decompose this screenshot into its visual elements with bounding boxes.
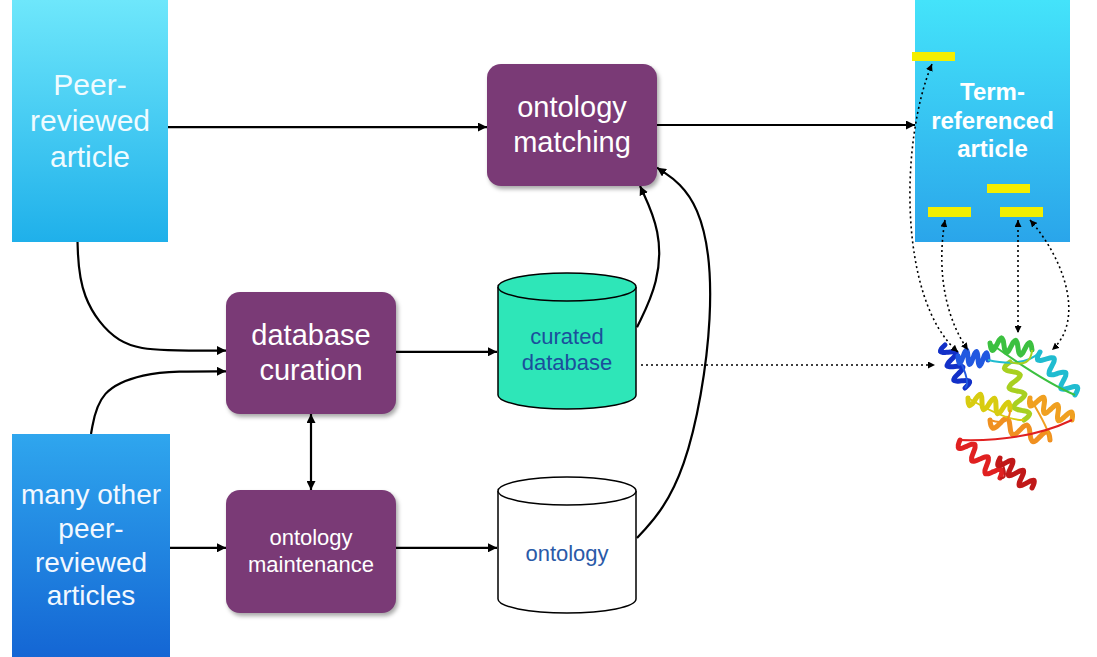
protein-loop [1010,350,1032,364]
protein-loop [1030,398,1050,440]
flow-arrow [310,414,312,490]
node-label: many other peer-reviewed articles [18,478,164,612]
cylinder-top [498,477,636,505]
document-box: Term-referenced article [915,0,1070,242]
protein-illustration [940,338,1077,488]
flow-arrow [396,351,497,353]
protein-loop [990,343,1075,395]
flow-arrow [637,186,659,327]
protein-helix [1037,352,1078,395]
database-cylinder: curated database [497,272,637,410]
protein-helix [968,394,1010,414]
protein-helix [1029,397,1072,421]
document-box: many other peer-reviewed articles [12,434,170,657]
protein-helix [958,440,1002,478]
flow-arrow [657,124,915,126]
flow-arrow [168,126,487,128]
protein-helix [940,345,969,388]
node-label: ontology maintenance [241,525,381,578]
flow-arrow [637,168,710,538]
protein-loop [988,352,1040,363]
protein-helix [1004,362,1029,420]
protein-loop [1000,458,1005,478]
protein-loop [990,410,1010,422]
flow-arrow [91,371,226,434]
node-label: Peer-reviewed article [25,67,155,175]
process-box: database curation [226,292,396,414]
protein-helix [958,350,988,366]
flow-arrow [78,242,226,351]
document-box: Peer-reviewed article [12,0,168,242]
node-label: ontology matching [497,90,647,160]
protein-helix [990,418,1050,441]
process-box: ontology matching [487,64,657,186]
protein-loop [958,356,967,388]
node-label: curated database [507,324,627,377]
protein-loop [960,420,1072,440]
node-label: ontology [507,541,627,567]
database-cylinder: ontology [497,476,637,614]
protein-loop [968,398,1024,420]
node-label: database curation [236,318,386,388]
flow-arrow [170,547,226,549]
flow-arrow [396,547,497,549]
cylinder-body [498,287,636,409]
process-box: ontology maintenance [226,490,396,613]
cylinder-top [498,273,636,301]
node-label: Term-referenced article [923,78,1063,164]
protein-helix [998,458,1035,488]
protein-helix [990,338,1032,355]
cylinder-body [498,491,636,613]
dotted-link [641,364,935,366]
